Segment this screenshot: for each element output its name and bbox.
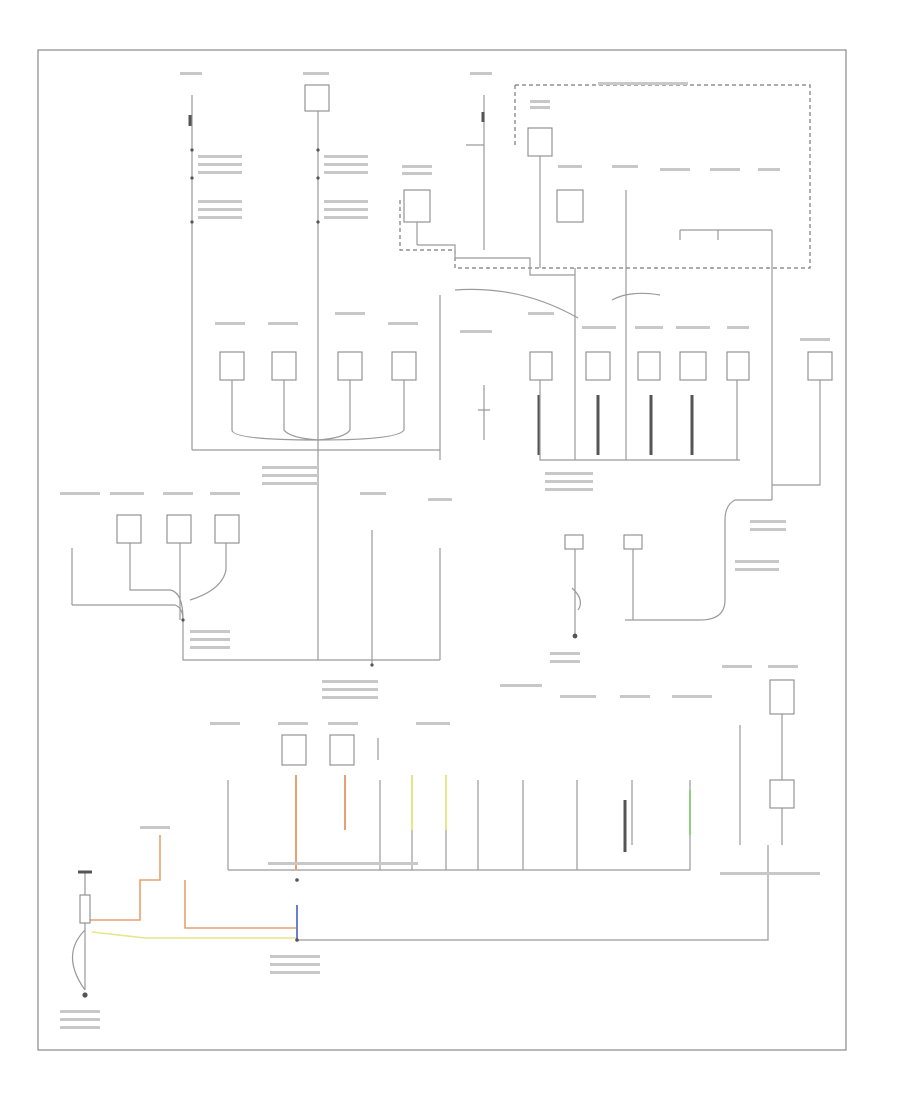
module-enclosure-dashed bbox=[399, 84, 811, 269]
wire-orange-lower bbox=[90, 835, 161, 921]
middle-left-cluster bbox=[192, 351, 440, 451]
wire-yellow-lower bbox=[91, 931, 296, 939]
row-three-left bbox=[71, 514, 441, 667]
colored-wire-set bbox=[90, 775, 691, 940]
row-three-right bbox=[564, 534, 643, 639]
module-relay-c bbox=[556, 189, 584, 223]
bottom-row bbox=[227, 679, 795, 941]
ground-point bbox=[72, 870, 299, 998]
module-relay-a bbox=[527, 127, 553, 157]
component-top-left bbox=[188, 95, 194, 450]
label-placeholders bbox=[60, 72, 830, 1029]
wire-orange-lower bbox=[184, 880, 296, 929]
component-top-right bbox=[466, 95, 485, 250]
module-relay-b bbox=[403, 189, 431, 223]
component-top-center-relay bbox=[304, 84, 330, 660]
diagram-border bbox=[37, 49, 847, 1051]
middle-right-cluster bbox=[478, 268, 833, 621]
